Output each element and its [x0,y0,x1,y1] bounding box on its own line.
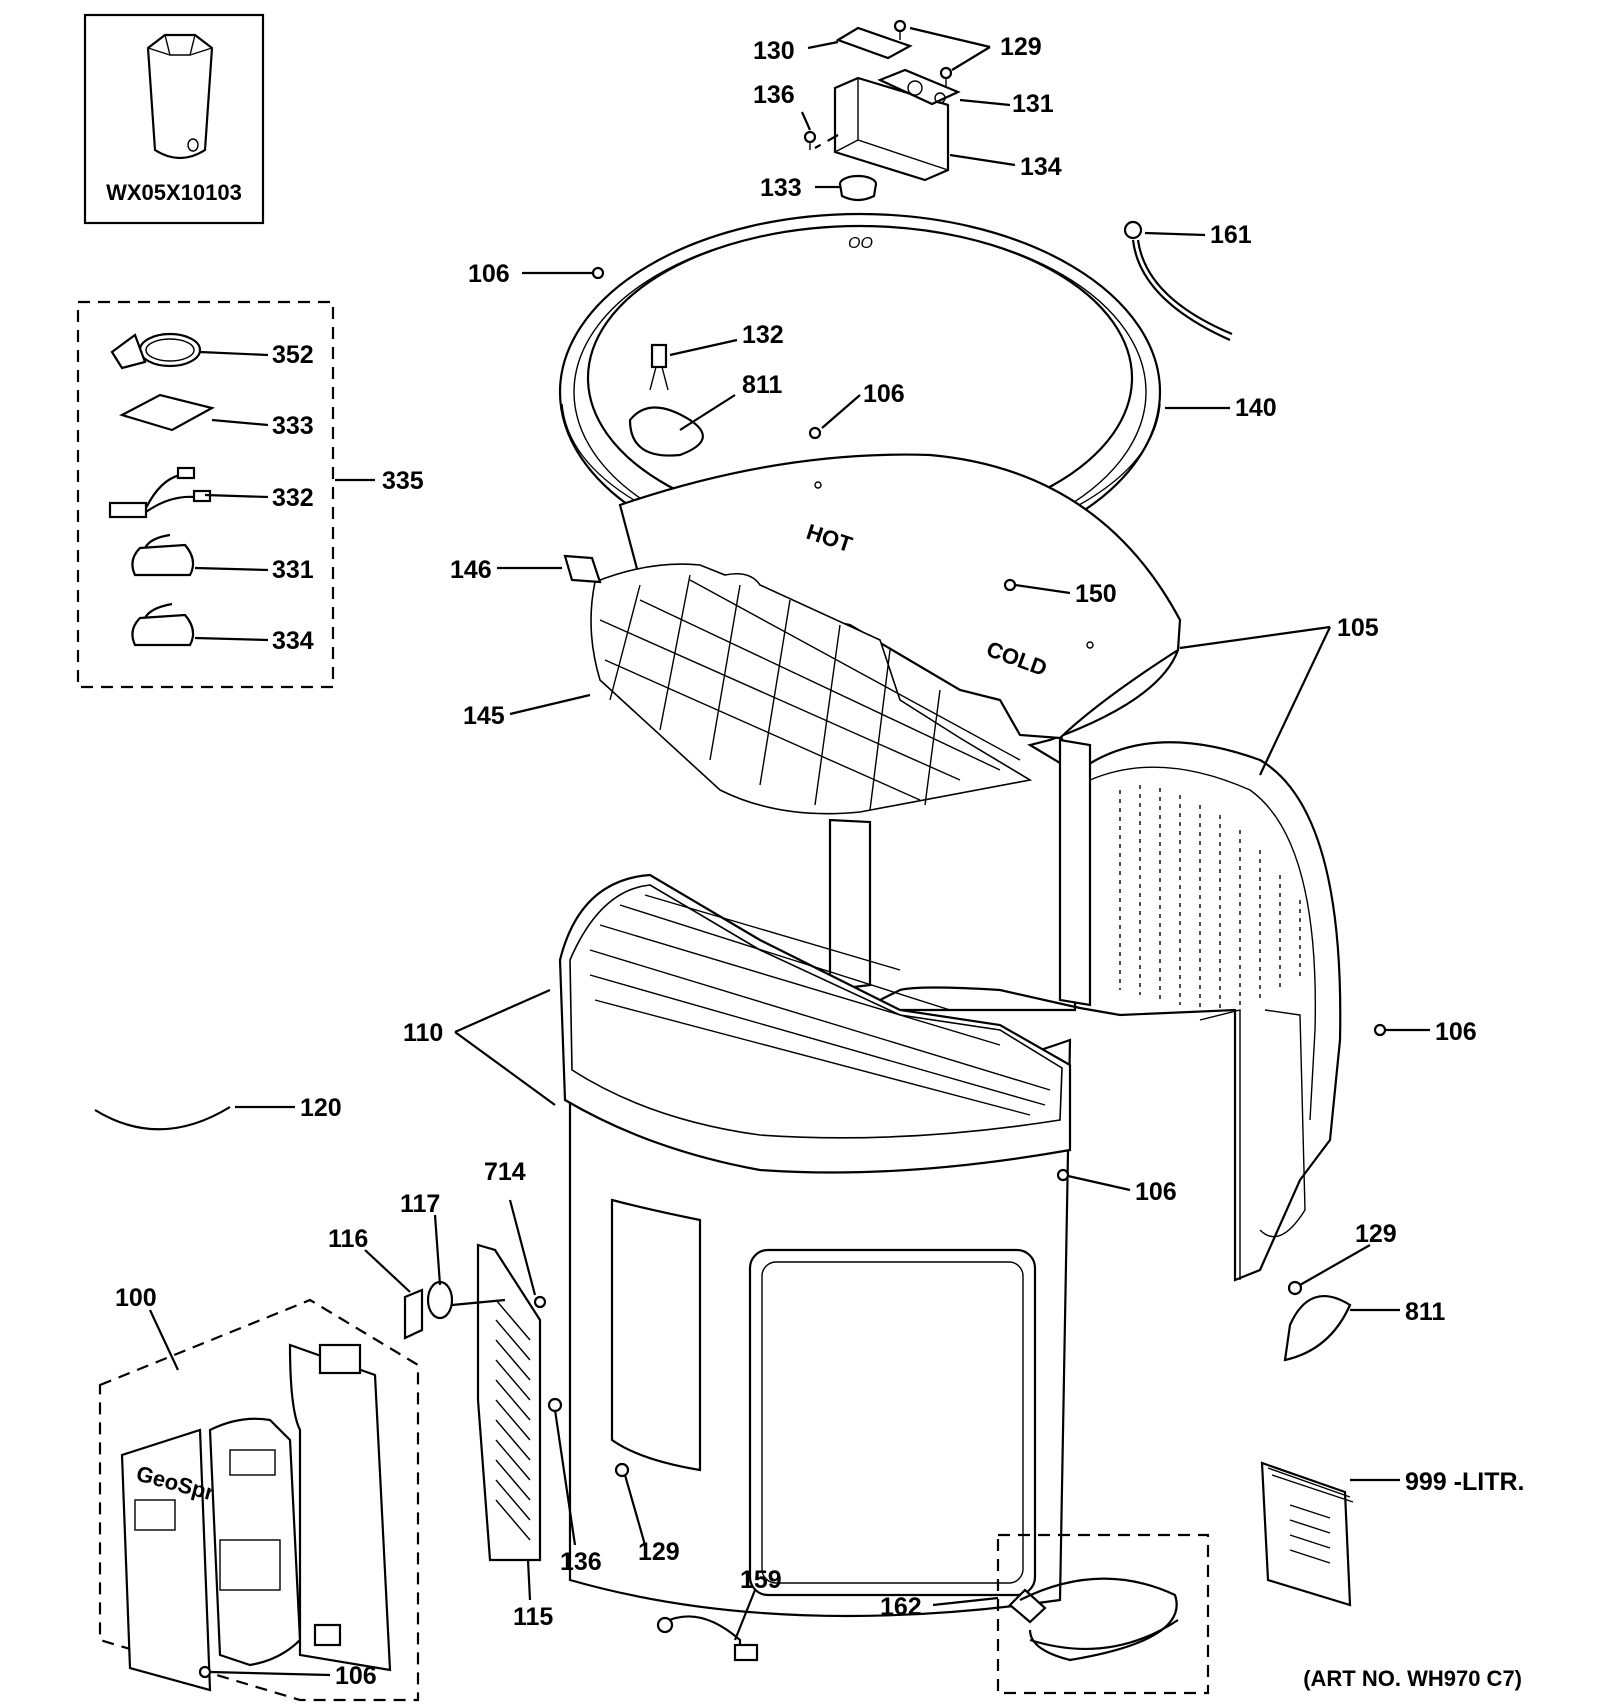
callout-117: 117 [400,1190,440,1218]
callout-132: 132 [742,321,784,349]
band-clamp-icon [110,332,202,370]
callout-334: 334 [272,627,314,655]
wire-harness-icon [108,466,212,519]
cover-plate [835,26,913,60]
callout-120: 120 [300,1094,342,1122]
cable-tie-icon [1283,1295,1352,1362]
screw-106-icon-4 [1056,1168,1070,1182]
top-grille-slots [589,894,1051,1116]
callout-811-right: 811 [1405,1298,1445,1326]
screw-106-icon-3 [1373,1023,1387,1037]
callout-129-right: 129 [1355,1220,1397,1248]
top-bracket-assembly [803,19,961,202]
tool-wrench-box: WX05X10103 [83,13,265,225]
callout-811-top: 811 [742,371,782,399]
callout-106-cover: 106 [863,380,905,408]
callout-146: 146 [450,556,492,584]
sensor-clip-icon [131,533,195,577]
junction-box [833,68,961,182]
screw-icon-2 [939,66,953,86]
callout-129-low: 129 [638,1538,680,1566]
leader-lines [149,26,1430,1677]
screw-129-icon-2 [614,1462,630,1478]
callout-106-top: 106 [468,260,510,288]
svg-text:OO: OO [848,235,873,252]
callout-145: 145 [463,702,505,730]
pad-icon [119,393,215,432]
rear-wrap-shroud [828,738,1342,1282]
wire-120-icon [94,1106,231,1131]
vent-slots [1119,785,1301,1010]
small-parts [94,220,1387,1695]
callout-999-litr: 999 -LITR. [1405,1468,1524,1496]
side-grille-panel [476,1243,542,1562]
control-box-assembly: GeoSpring [98,1298,420,1702]
sensor-clip-icon-2 [131,602,195,647]
socket-wrench-icon [146,33,214,160]
screw-icon [893,19,907,40]
clip-146-icon [563,554,602,584]
kit-box-162 [996,1533,1210,1695]
callout-106-bottom: 106 [335,1662,377,1690]
callout-105: 105 [1337,614,1379,642]
tank-top-cover: COLD HOT [618,453,1182,778]
owners-manual-icon [1260,1461,1354,1607]
callout-133: 133 [760,174,802,202]
base-enclosure [558,873,1072,1618]
callout-150: 150 [1075,580,1117,608]
callout-161: 161 [1210,221,1252,249]
callout-115: 115 [513,1603,553,1631]
callout-714: 714 [484,1158,526,1186]
cable-tie-icon-2 [628,406,704,457]
screw-106-icon-5 [198,1665,212,1679]
callout-136-low: 136 [560,1548,602,1576]
callout-331: 331 [272,556,314,584]
callout-100: 100 [115,1284,157,1312]
screw-129-icon [1287,1280,1303,1296]
screw-136-icon [547,1397,563,1413]
callout-106-mid: 106 [1135,1178,1177,1206]
callout-130: 130 [753,37,795,65]
callout-116: 116 [328,1225,368,1253]
ring-terminal-wire-icon [1123,220,1233,342]
kit-box-335 [76,300,335,689]
callout-140: 140 [1235,394,1277,422]
bushing-icon [426,1280,506,1320]
callout-110: 110 [403,1019,443,1047]
callout-333: 333 [272,412,314,440]
gasket-icon [403,1288,424,1340]
air-filter-grid [590,563,1033,815]
screw-714-icon [533,1295,547,1309]
callout-136-top: 136 [753,81,795,109]
screw-icon-3 [803,130,817,150]
grommet-icon [838,174,878,202]
tool-part-number: WX05X10103 [106,180,242,205]
screw-106-icon-2 [808,426,822,440]
callout-352: 352 [272,341,314,369]
callout-129-top: 129 [1000,33,1042,61]
callout-335: 335 [382,467,424,495]
callout-162: 162 [880,1593,922,1621]
callout-131: 131 [1012,90,1054,118]
callout-106-right: 106 [1435,1018,1477,1046]
callout-labels: 130 129 136 131 134 133 161 106 132 811 … [115,33,1524,1691]
callout-159: 159 [740,1566,782,1594]
screw-150-icon [1003,578,1017,592]
art-number: (ART NO. WH970 C7) [1303,1666,1522,1691]
bracket-159-icon [656,1615,759,1662]
screw-106-icon [591,266,605,280]
callout-332: 332 [272,484,314,512]
sensor-132-icon [649,343,669,391]
callout-134: 134 [1020,153,1062,181]
